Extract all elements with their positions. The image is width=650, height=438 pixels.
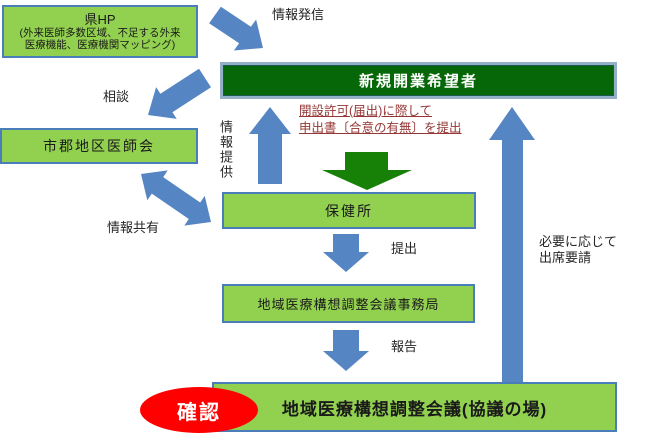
arrow-info-provide-up-icon [249,107,291,184]
label-info-sharing: 情報共有 [107,220,160,235]
arrow-report-down-icon [323,330,369,371]
label-attendance-request-line1: 必要に応じて [539,234,618,249]
arrow-info-dissemination-icon [209,6,263,51]
node-new-clinic-applicant-label: 新規開業希望者 [358,73,478,90]
node-new-clinic-applicant: 新規開業希望者 [220,62,617,99]
label-report: 報告 [391,339,418,354]
node-conference-secretariat: 地域医療構想調整会議事務局 [222,284,475,323]
node-prefecture-hp-subtitle-line2: 医療機能、医療機関マッピング) [24,39,176,51]
node-prefecture-hp: 県HP (外来医師多数区域、不足する外来 医療機能、医療機関マッピング) [2,5,198,58]
node-prefecture-hp-subtitle-line1: (外来医師多数区域、不足する外来 [19,26,181,39]
confirmation-badge: 確認 [140,387,258,433]
node-conference-secretariat-label: 地域医療構想調整会議事務局 [257,297,440,312]
arrow-info-share-double-icon [141,170,211,226]
arrow-submit-down-icon [323,234,369,272]
label-attendance-request: 必要に応じて 出席要請 [539,234,617,266]
node-public-health-center: 保健所 [222,192,476,229]
note-establishment-permission-line2: 申出書〔合意の有無〕を提出 [299,120,462,135]
label-info-dissemination: 情報発信 [272,7,325,22]
label-attendance-request-line2: 出席要請 [539,250,592,265]
node-district-medical-association-label: 市郡地区医師会 [43,138,155,154]
arrow-application-submit-down-icon [322,152,412,190]
node-regional-medical-conference: 地域医療構想調整会議(協議の場) [212,382,617,432]
note-establishment-permission: 開設許可(届出)に際して 申出書〔合意の有無〕を提出 [299,103,462,136]
confirmation-badge-label: 確認 [177,401,221,424]
node-prefecture-hp-title: 県HP [84,11,116,27]
label-info-provision: 情報提供 [218,120,233,180]
node-public-health-center-label: 保健所 [325,202,373,219]
note-establishment-permission-line1: 開設許可(届出)に際して [299,104,432,118]
node-district-medical-association: 市郡地区医師会 [0,128,198,164]
label-submission: 提出 [391,241,418,256]
label-consultation: 相談 [103,89,130,104]
arrow-attendance-request-up-icon [489,107,535,382]
node-regional-medical-conference-label: 地域医療構想調整会議(協議の場) [281,399,548,419]
arrow-consult-icon [148,68,211,119]
